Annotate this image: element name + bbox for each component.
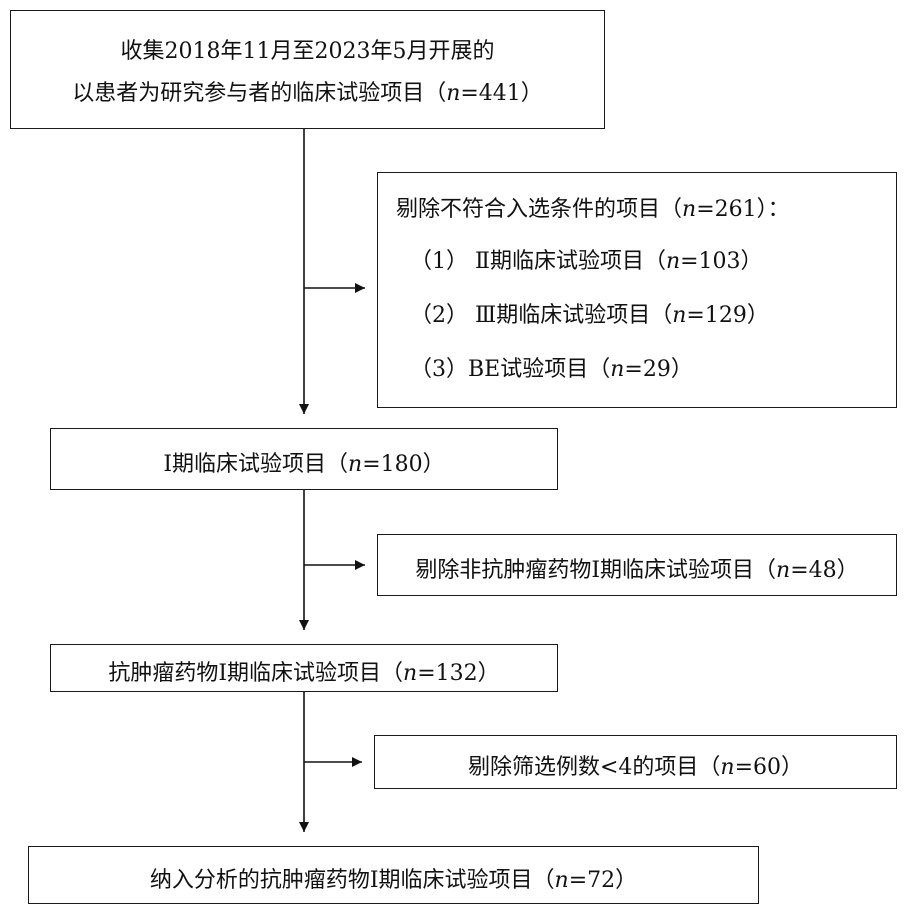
collection-line-2: 以患者为研究参与者的临床试验项目（n=441） bbox=[72, 81, 543, 106]
exclusion-screening-label: 剔除筛选例数<4的项目（n=60） bbox=[467, 755, 804, 780]
final-analysis-box: 纳入分析的抗肿瘤药物Ⅰ期临床试验项目（n=72） bbox=[28, 846, 759, 904]
final-analysis-label: 纳入分析的抗肿瘤药物Ⅰ期临床试验项目（n=72） bbox=[149, 868, 638, 893]
antitumor-phase1-label: 抗肿瘤药物Ⅰ期临床试验项目（n=132） bbox=[108, 661, 500, 686]
collection-line-1: 收集2018年11月至2023年5月开展的 bbox=[120, 39, 495, 64]
exclusion-item-be: （3）BE试验项目（n=29） bbox=[410, 357, 693, 382]
exclusion-title: 剔除不符合入选条件的项目（n=261）： bbox=[396, 197, 790, 222]
exclusion-box-non-antitumor: 剔除非抗肿瘤药物Ⅰ期临床试验项目（n=48） bbox=[377, 534, 897, 596]
phase1-box: Ⅰ期临床试验项目（n=180） bbox=[50, 428, 558, 490]
phase1-label: Ⅰ期临床试验项目（n=180） bbox=[163, 452, 445, 477]
exclusion-box-ineligible: 剔除不符合入选条件的项目（n=261）： （1） Ⅱ期临床试验项目（n=103）… bbox=[377, 172, 897, 408]
antitumor-phase1-box: 抗肿瘤药物Ⅰ期临床试验项目（n=132） bbox=[50, 644, 558, 692]
exclusion-non-antitumor-label: 剔除非抗肿瘤药物Ⅰ期临床试验项目（n=48） bbox=[415, 558, 859, 583]
collection-box: 收集2018年11月至2023年5月开展的 以患者为研究参与者的临床试验项目（n… bbox=[10, 10, 605, 129]
exclusion-item-phase2: （1） Ⅱ期临床试验项目（n=103） bbox=[410, 249, 763, 274]
exclusion-box-screening: 剔除筛选例数<4的项目（n=60） bbox=[374, 735, 897, 789]
exclusion-item-phase3: （2） Ⅲ期临床试验项目（n=129） bbox=[410, 303, 769, 328]
